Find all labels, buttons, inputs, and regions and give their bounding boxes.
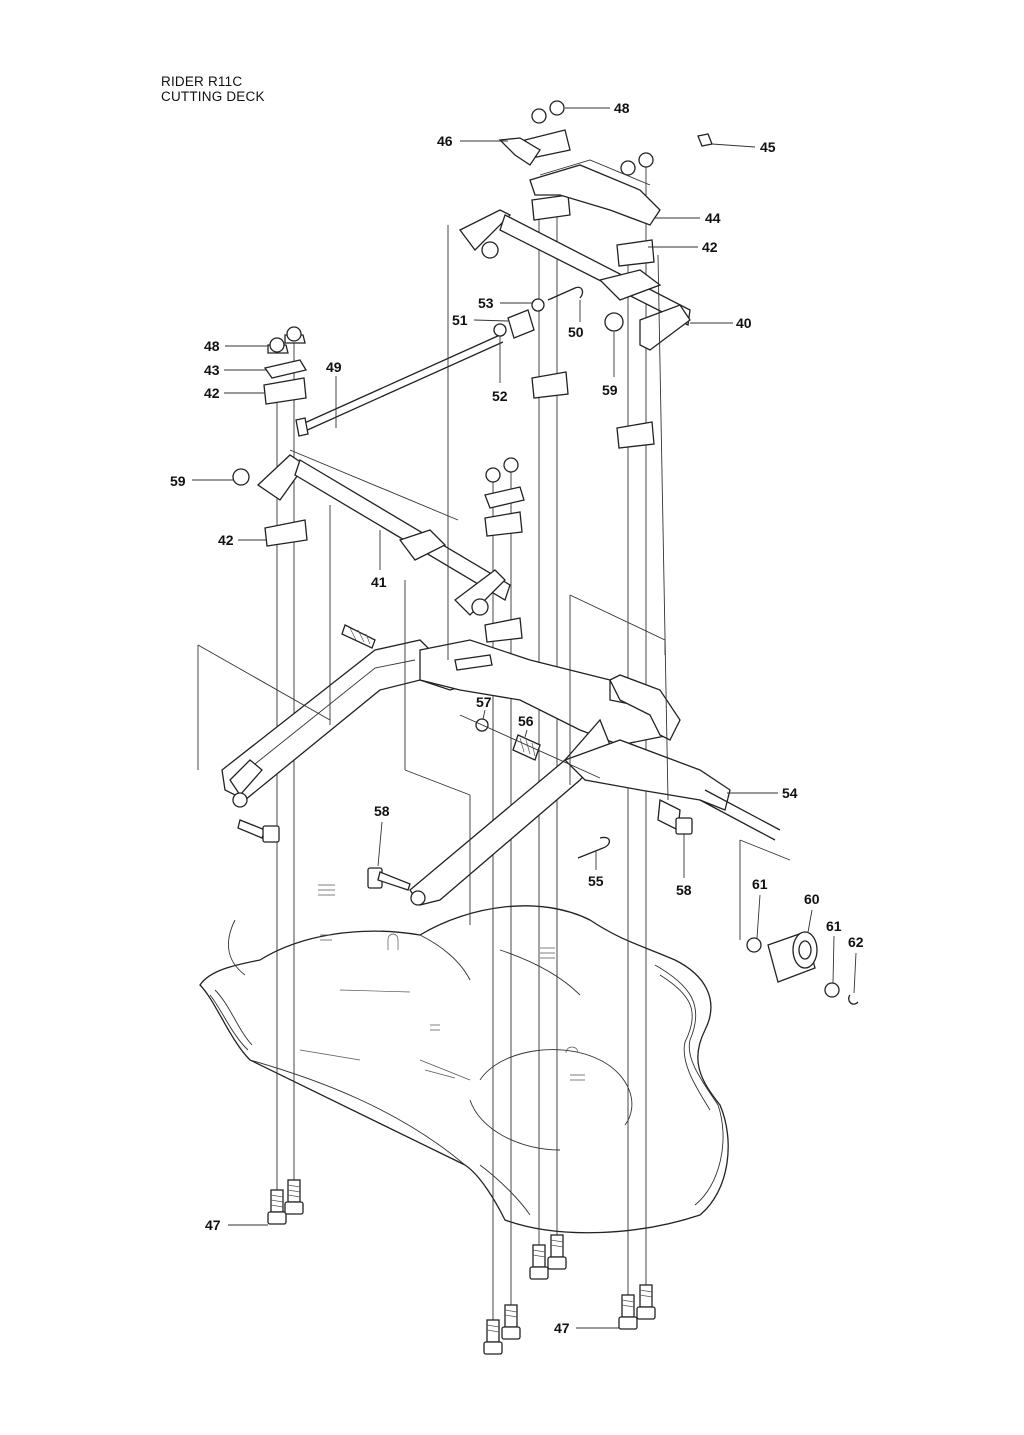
bolt-head-5 — [529, 1244, 549, 1280]
left-stack — [263, 326, 308, 405]
deck-housing — [199, 884, 729, 1234]
bolt-head-8 — [636, 1284, 656, 1320]
callout-49: 49 — [326, 359, 342, 375]
callout-43: 43 — [204, 362, 220, 378]
callout-48: 48 — [204, 338, 220, 354]
callout-54: 54 — [782, 785, 798, 801]
callout-57: 57 — [476, 694, 492, 710]
callout-44: 44 — [705, 210, 721, 226]
callout-40: 40 — [736, 315, 752, 331]
spring-52 — [493, 323, 507, 337]
callout-61: 61 — [752, 876, 768, 892]
callout-58: 58 — [374, 803, 390, 819]
washer-53 — [531, 298, 545, 312]
bolt-head-3 — [483, 1319, 503, 1355]
washer-61-right — [824, 982, 840, 998]
callout-48: 48 — [614, 100, 630, 116]
bolt-head-7 — [618, 1294, 638, 1330]
long-bolts — [267, 160, 656, 1355]
lower-shaft — [256, 454, 511, 616]
reference-lines — [197, 225, 791, 940]
pin-45 — [697, 133, 713, 147]
callout-41: 41 — [371, 574, 387, 590]
callout-42: 42 — [218, 532, 234, 548]
right-lever — [419, 639, 681, 746]
callout-59: 59 — [170, 473, 186, 489]
bracket-46 — [498, 137, 541, 166]
callouts: 48 46 45 44 42 53 51 50 40 48 43 42 49 5… — [170, 100, 864, 1336]
bolt-head-1 — [267, 1189, 287, 1225]
bolt-head-4 — [501, 1304, 521, 1340]
lower-lever — [409, 718, 781, 906]
callout-42: 42 — [702, 239, 718, 255]
callout-55: 55 — [588, 873, 604, 889]
callout-52: 52 — [492, 388, 508, 404]
callout-45: 45 — [760, 139, 776, 155]
callout-51: 51 — [452, 312, 468, 328]
bolt-left-lower — [237, 819, 280, 843]
washer-61-left — [746, 937, 762, 953]
model-name: RIDER R11C — [161, 74, 243, 89]
bolt-head-2 — [284, 1179, 304, 1215]
nut-59-left — [232, 468, 250, 486]
callout-50: 50 — [568, 324, 584, 340]
bolt-head-6 — [547, 1234, 567, 1270]
spring-56 — [512, 734, 541, 761]
callout-62: 62 — [848, 934, 864, 950]
callout-56: 56 — [518, 713, 534, 729]
sleeve-51 — [507, 309, 535, 339]
diagram-title: RIDER R11C CUTTING DECK — [161, 74, 265, 104]
callout-46: 46 — [437, 133, 453, 149]
callout-59: 59 — [602, 382, 618, 398]
clip-62 — [848, 994, 859, 1005]
callout-47: 47 — [554, 1320, 570, 1336]
leader-lines — [192, 107, 857, 1329]
callout-61: 61 — [826, 918, 842, 934]
rod-55 — [577, 836, 611, 859]
callout-53: 53 — [478, 295, 494, 311]
bolt-58-right — [657, 798, 693, 835]
section-name: CUTTING DECK — [161, 89, 265, 104]
rod-49 — [295, 334, 504, 437]
bolt-58-left — [367, 867, 411, 891]
upper-shaft — [459, 209, 691, 351]
callout-60: 60 — [804, 891, 820, 907]
callout-42: 42 — [204, 385, 220, 401]
hook-50 — [547, 286, 584, 301]
nut-59-right — [604, 312, 624, 332]
roller-assembly — [746, 931, 859, 1005]
callout-58: 58 — [676, 882, 692, 898]
middle-stack — [264, 457, 525, 643]
upper-bracket — [529, 159, 661, 226]
callout-47: 47 — [205, 1217, 221, 1233]
